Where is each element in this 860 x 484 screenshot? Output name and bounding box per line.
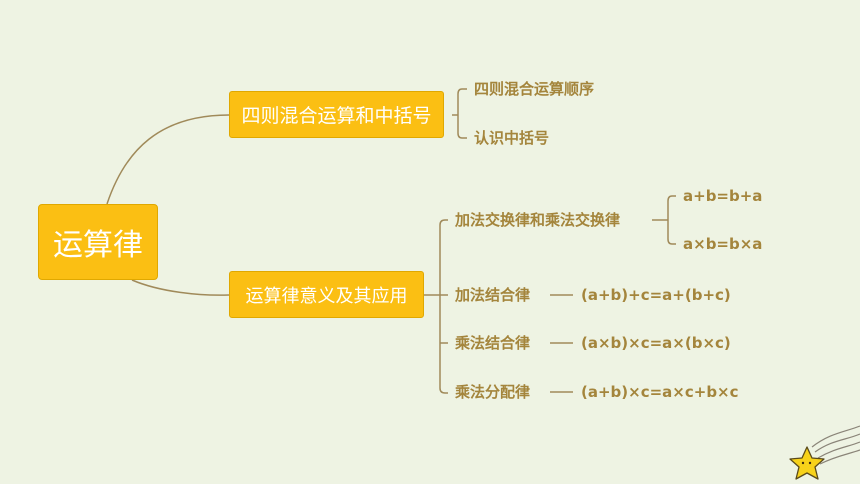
node-add-associative[interactable]: 加法结合律 [455,286,531,304]
formula-mul-associative[interactable]: (a×b)×c=a×(b×c) [581,334,731,352]
leaf-operation-order[interactable]: 四则混合运算顺序 [474,80,595,98]
formula-add-commutative[interactable]: a+b=b+a [683,187,763,205]
formula-distributive[interactable]: (a+b)×c=a×c+b×c [581,383,739,401]
root-node[interactable]: 运算律 [38,204,158,280]
formula-add-associative[interactable]: (a+b)+c=a+(b+c) [581,286,731,304]
formula-mul-commutative[interactable]: a×b=b×a [683,235,763,253]
connector-root-branch1 [106,114,230,205]
branch-node-laws-application[interactable]: 运算律意义及其应用 [229,271,424,318]
node-commutative-laws[interactable]: 加法交换律和乘法交换律 [455,211,621,229]
bracket-branch2 [424,219,448,394]
leaf-brackets[interactable]: 认识中括号 [474,129,550,147]
bracket-commutative [652,195,676,245]
bracket-branch1 [452,88,467,139]
node-distributive[interactable]: 乘法分配律 [455,383,531,401]
node-mul-associative[interactable]: 乘法结合律 [455,334,531,352]
branch-node-mixed-operations[interactable]: 四则混合运算和中括号 [229,91,444,138]
connector-root-branch2 [131,279,230,296]
star-decoration [789,425,860,480]
